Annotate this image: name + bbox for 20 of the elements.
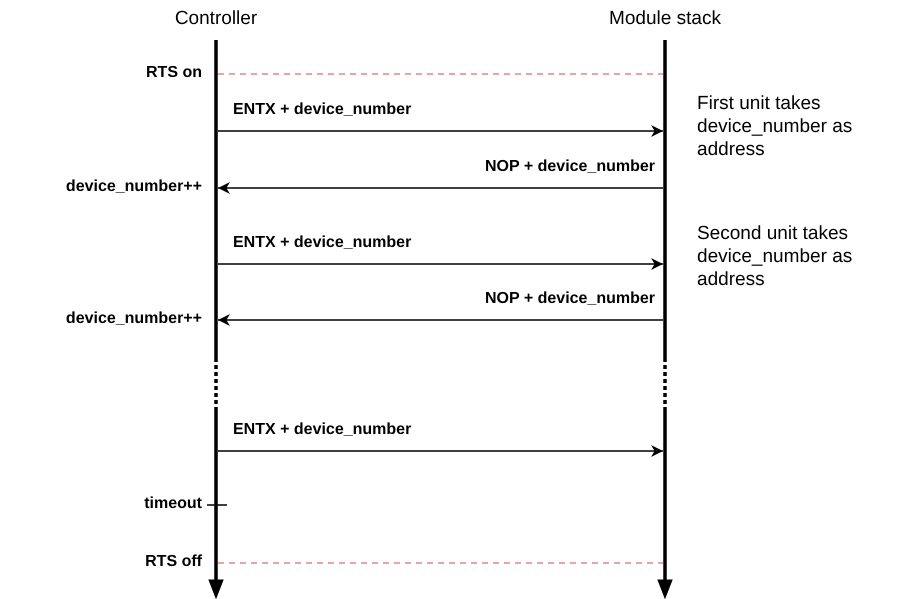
edge-label: NOP + device_number: [485, 290, 655, 308]
message-arrow: [218, 445, 663, 457]
note-text: Second unit takes device_number as address: [697, 222, 854, 291]
lifeline-title: Module stack: [608, 8, 722, 30]
message-arrow: [218, 314, 663, 326]
edge-label: ENTX + device_number: [233, 101, 412, 119]
message-arrow: [218, 258, 663, 270]
event-label: device_number++: [66, 178, 202, 196]
event-label: device_number++: [66, 310, 202, 328]
edge-label: ENTX + device_number: [233, 234, 412, 252]
note-text: First unit takes device_number as address: [697, 92, 854, 161]
dashed-line: [218, 562, 664, 564]
event-label: timeout: [144, 495, 202, 513]
edge-label: ENTX + device_number: [233, 421, 412, 439]
event-label: RTS on: [146, 64, 202, 82]
edge-label: NOP + device_number: [485, 158, 655, 176]
event-label: RTS off: [145, 553, 202, 571]
message-arrow: [218, 182, 663, 194]
lifeline-title: Controller: [174, 8, 258, 30]
message-arrow: [218, 125, 663, 137]
